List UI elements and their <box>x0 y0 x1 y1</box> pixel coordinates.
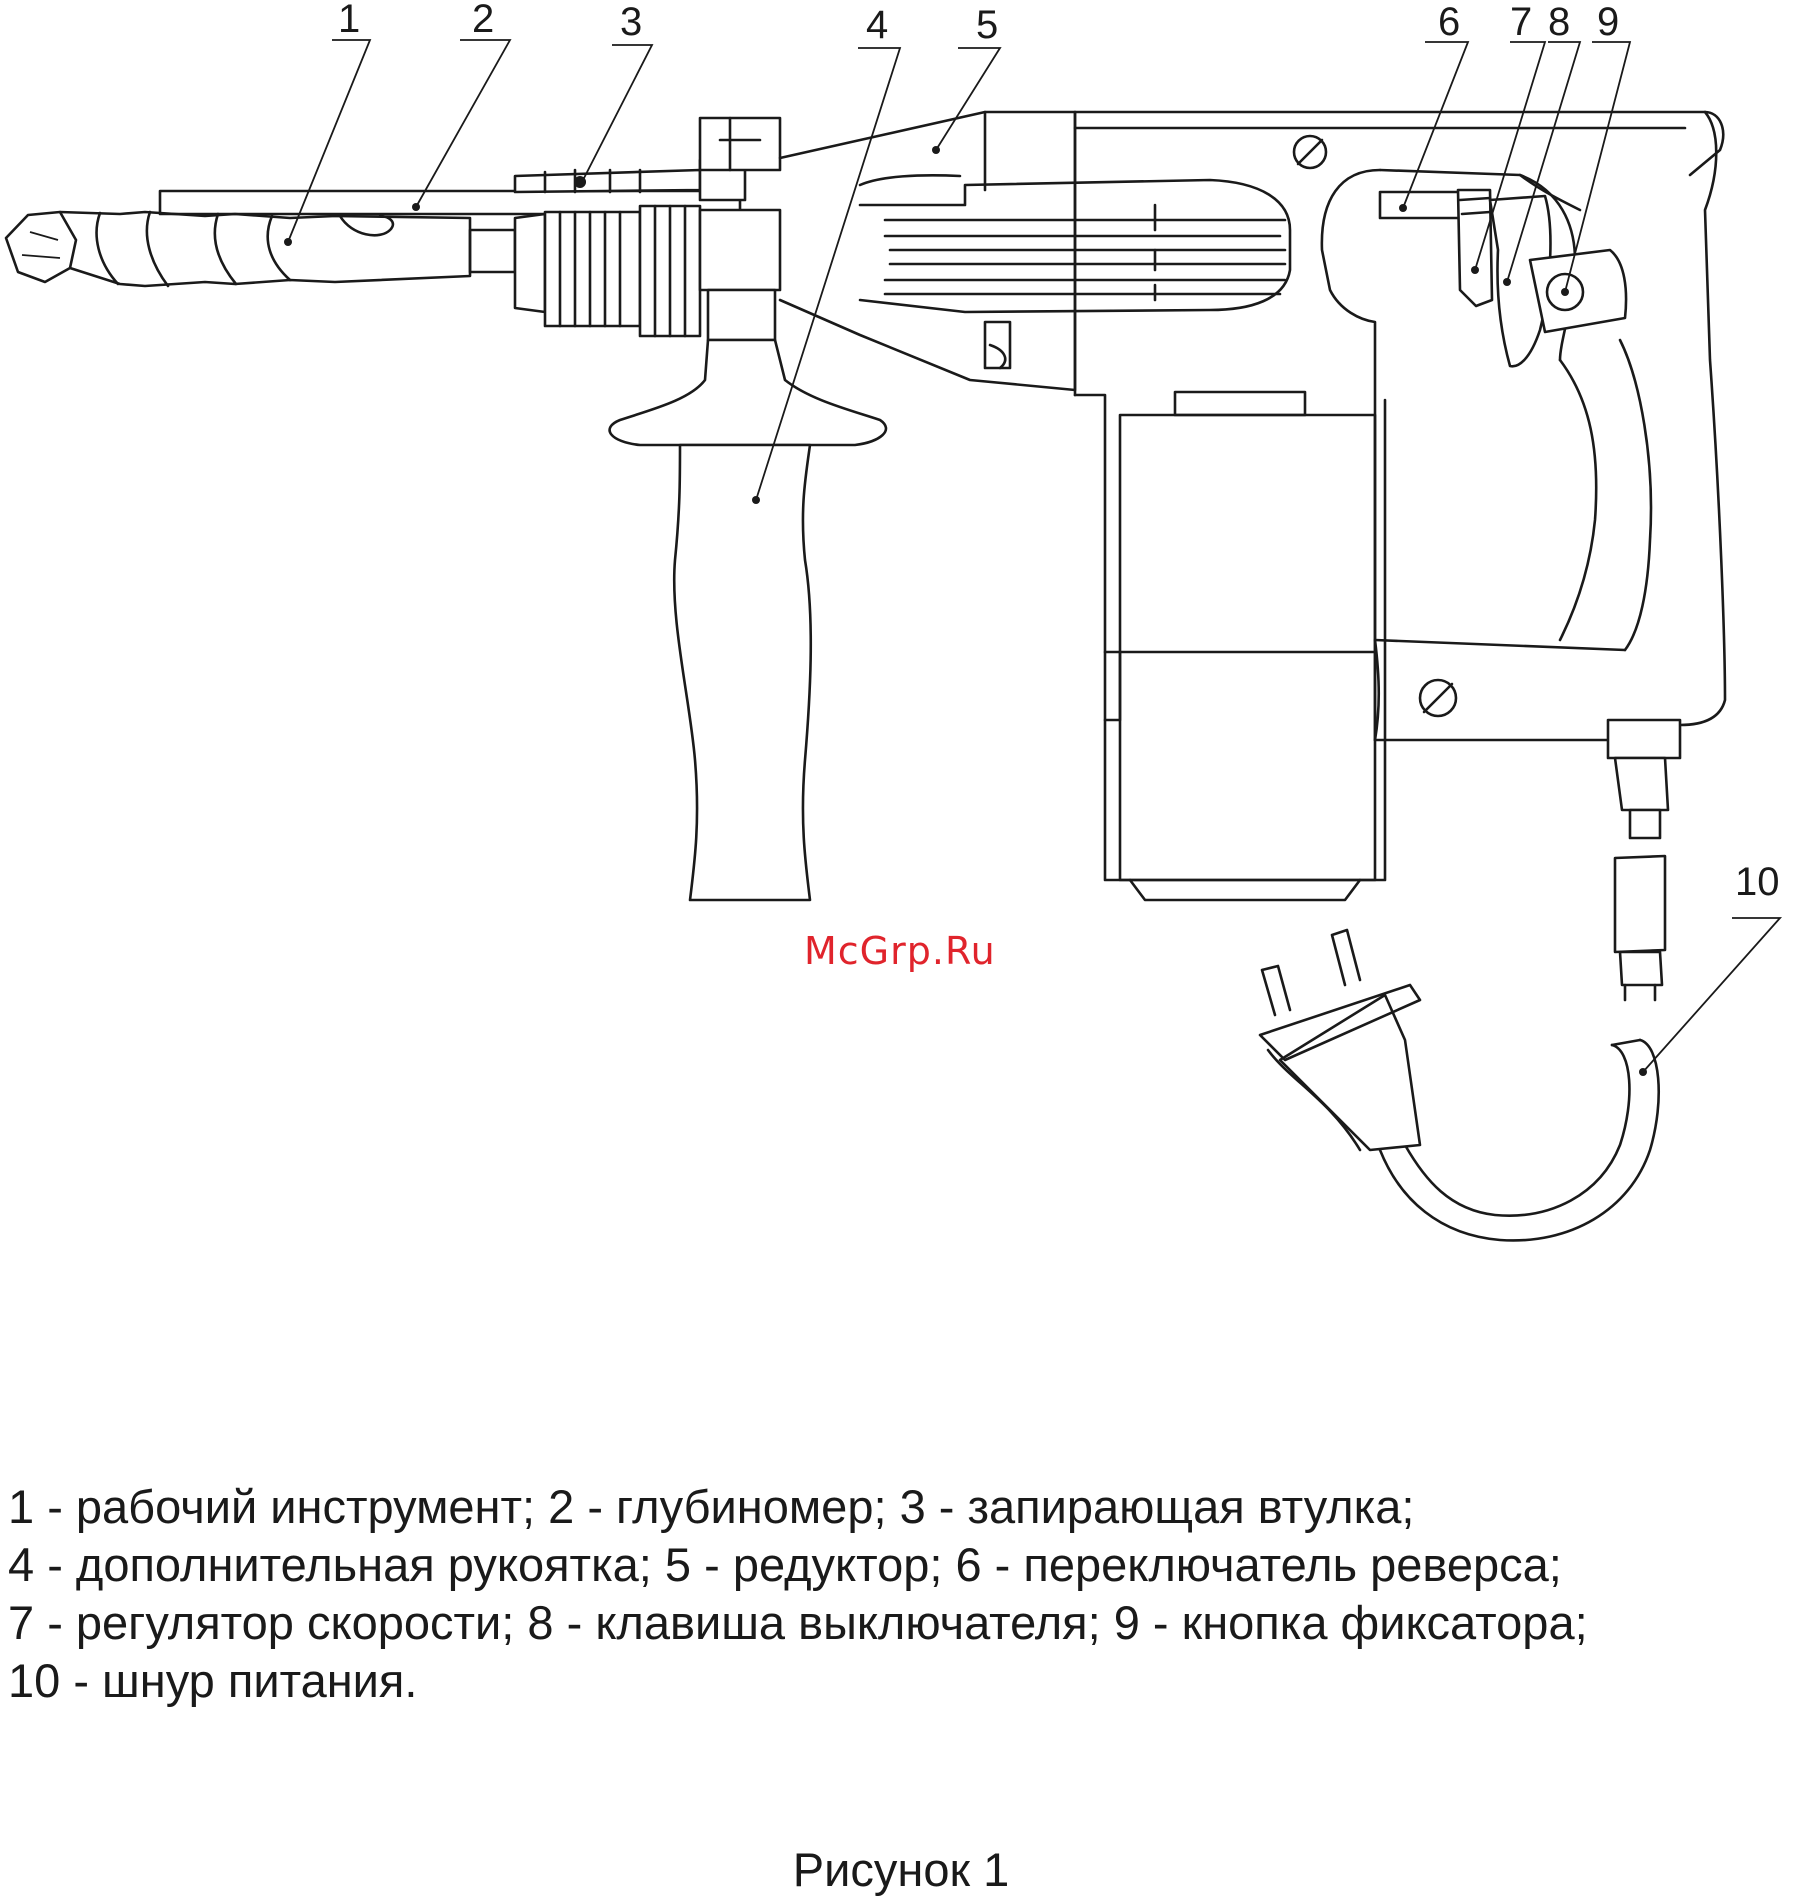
rear-handle <box>1322 112 1725 740</box>
callout-4: 4 <box>866 3 888 47</box>
working-tool-drill-bit <box>6 212 470 286</box>
drill-diagram: 1 2 3 4 5 6 7 8 9 10 McGrp.Ru <box>0 0 1802 1460</box>
power-cord <box>1260 720 1680 1240</box>
motor-housing <box>860 112 1723 368</box>
legend-line-4: 10 - шнур питания. <box>8 1652 1798 1710</box>
locking-sleeve <box>470 118 780 340</box>
callout-9: 9 <box>1597 0 1619 44</box>
legend-line-1: 1 - рабочий инструмент; 2 - глубиномер; … <box>8 1478 1798 1536</box>
callout-leaders <box>284 40 1780 1076</box>
callout-10: 10 <box>1735 860 1780 904</box>
callout-8: 8 <box>1548 0 1570 44</box>
figure-caption: Рисунок 1 <box>0 1842 1802 1897</box>
side-handle <box>610 340 886 900</box>
gearbox <box>780 112 1075 395</box>
callout-5: 5 <box>976 3 998 47</box>
callout-7: 7 <box>1510 0 1532 44</box>
legend: 1 - рабочий инструмент; 2 - глубиномер; … <box>8 1478 1798 1710</box>
callout-1: 1 <box>338 0 360 41</box>
legend-line-3: 7 - регулятор скорости; 8 - клавиша выкл… <box>8 1594 1798 1652</box>
callout-6: 6 <box>1438 0 1460 44</box>
legend-line-2: 4 - дополнительная рукоятка; 5 - редукто… <box>8 1536 1798 1594</box>
watermark: McGrp.Ru <box>804 929 996 973</box>
callout-2: 2 <box>472 0 494 41</box>
motor-body <box>1075 392 1385 900</box>
callout-3: 3 <box>620 0 642 44</box>
